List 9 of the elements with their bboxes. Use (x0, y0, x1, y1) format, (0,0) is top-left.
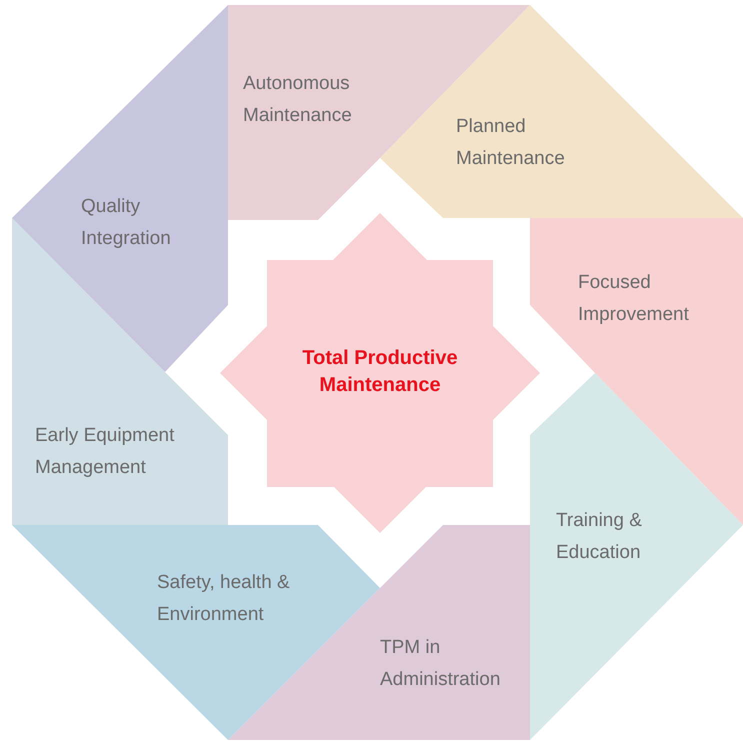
pillar-label: Focused Improvement (578, 271, 690, 327)
pillar-label: TPM in Administration (380, 636, 502, 692)
pillar-label: Planned Maintenance (456, 115, 566, 171)
pillar-label: Training & Education (556, 509, 643, 565)
pillar-label: Early Equipment Management (35, 424, 176, 480)
center-title: Total Productive Maintenance (301, 346, 459, 398)
pillar-label: Autonomous Maintenance (243, 72, 353, 128)
pillar-label: Safety, health & Environment (157, 571, 291, 627)
pillar-label: Quality Integration (81, 195, 172, 251)
